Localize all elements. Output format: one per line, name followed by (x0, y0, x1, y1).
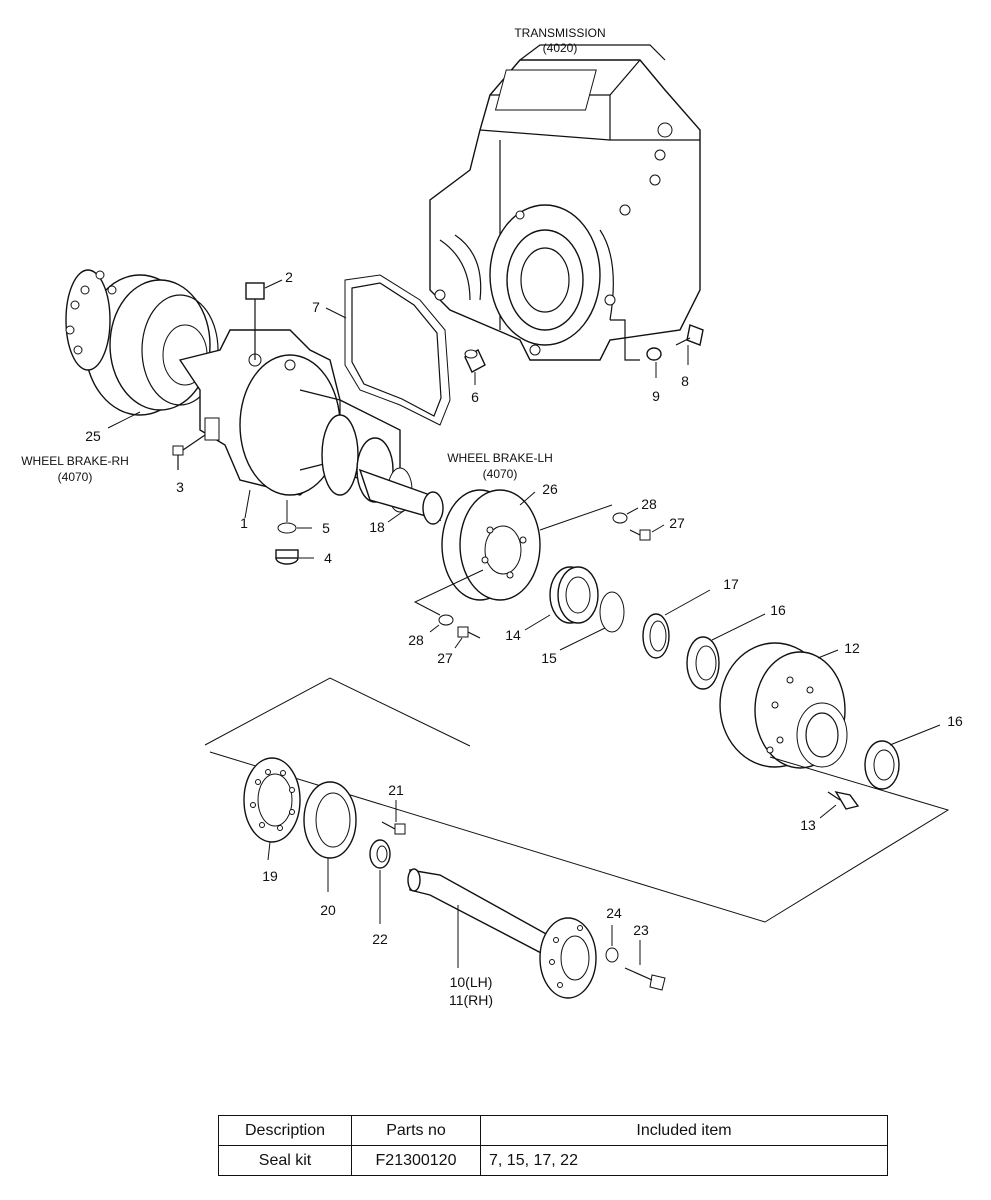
table-row: Seal kit F21300120 7, 15, 17, 22 (218, 1145, 888, 1176)
callout-22: 22 (372, 931, 388, 947)
callout-18: 18 (369, 519, 385, 535)
bearing-16-inner (686, 636, 720, 690)
callout-14: 14 (505, 627, 521, 643)
callout-19: 19 (262, 868, 278, 884)
callout-17: 17 (723, 576, 739, 592)
drain-plug-4 (275, 549, 299, 565)
callout-3: 3 (176, 479, 184, 495)
callout-16-inner: 16 (770, 602, 786, 618)
assembly-outline (204, 677, 950, 923)
callout-6: 6 (471, 389, 479, 405)
axle-housing (178, 329, 413, 513)
callout-28-lower: 28 (408, 632, 424, 648)
callout-16-outer: 16 (947, 713, 963, 729)
bolt-3 (172, 434, 206, 470)
callout-1: 1 (240, 515, 248, 531)
table-header-included-item: Included item (480, 1115, 888, 1146)
callout-21: 21 (388, 782, 404, 798)
washer-24 (605, 947, 619, 963)
gasket-7 (344, 274, 451, 426)
table-cell-included-item: 7, 15, 17, 22 (480, 1145, 888, 1176)
callout-20: 20 (320, 902, 336, 918)
callout-28-upper: 28 (641, 496, 657, 512)
seal-kit-table: Description Parts no Included item Seal … (218, 1115, 888, 1176)
callout-10: 10(LH) (450, 974, 493, 990)
ring-20 (303, 781, 357, 859)
callout-8: 8 (681, 373, 689, 389)
o-ring-15 (599, 591, 625, 633)
washer-28-lower (438, 614, 454, 626)
exploded-parts-diagram: TRANSMISSION (4020) 25 WHEEL BRAKE-RH (4… (21, 26, 963, 1008)
callout-7: 7 (312, 299, 320, 315)
axle-shaft-10-11 (407, 868, 597, 999)
callout-15: 15 (541, 650, 557, 666)
bolt-8 (675, 324, 704, 346)
callout-2: 2 (285, 269, 293, 285)
callout-11: 11(RH) (449, 992, 493, 1008)
wheel-brake-rh-code-label: (4070) (58, 470, 93, 484)
transmission-code-label: (4020) (543, 41, 578, 55)
table-header-row: Description Parts no Included item (218, 1115, 888, 1146)
wheel-brake-rh (65, 269, 219, 416)
callout-27-upper: 27 (669, 515, 685, 531)
seal-22 (369, 839, 391, 869)
callout-23: 23 (633, 922, 649, 938)
wheel-brake-lh-code-label: (4070) (483, 467, 518, 481)
table-cell-description: Seal kit (218, 1145, 352, 1176)
callout-26: 26 (542, 481, 558, 497)
wheel-brake-lh-label: WHEEL BRAKE-LH (447, 451, 553, 465)
transmission-housing (429, 44, 701, 361)
wheel-brake-rh-label: WHEEL BRAKE-RH (21, 454, 129, 468)
bolt-27-lower (457, 626, 481, 639)
dowel-pin-6 (464, 349, 486, 373)
seal-17 (642, 613, 670, 659)
wheel-stud-13 (827, 790, 860, 810)
bolt-23 (624, 967, 666, 991)
table-cell-parts-no: F21300120 (351, 1145, 481, 1176)
callout-9: 9 (652, 388, 660, 404)
callout-13: 13 (800, 817, 816, 833)
plate-19 (243, 757, 301, 843)
o-ring-5 (277, 522, 297, 534)
callout-25: 25 (85, 428, 101, 444)
bolt-21 (381, 821, 406, 835)
washer-28-upper (612, 512, 628, 524)
washer-9 (646, 347, 662, 361)
table-header-description: Description (218, 1115, 352, 1146)
callout-12: 12 (844, 640, 860, 656)
transmission-label: TRANSMISSION (514, 26, 605, 40)
bolt-27-upper (629, 529, 651, 541)
breather-plug (245, 282, 265, 360)
wheel-brake-lh (441, 489, 541, 601)
callout-4: 4 (324, 550, 332, 566)
seal-14 (549, 566, 599, 624)
table-header-parts-no: Parts no (351, 1115, 481, 1146)
bearing-16-outer (864, 740, 900, 790)
wheel-hub-12 (719, 642, 848, 769)
callout-27-lower: 27 (437, 650, 453, 666)
callout-5: 5 (322, 520, 330, 536)
spline-shaft-18 (358, 468, 444, 525)
callout-24: 24 (606, 905, 622, 921)
